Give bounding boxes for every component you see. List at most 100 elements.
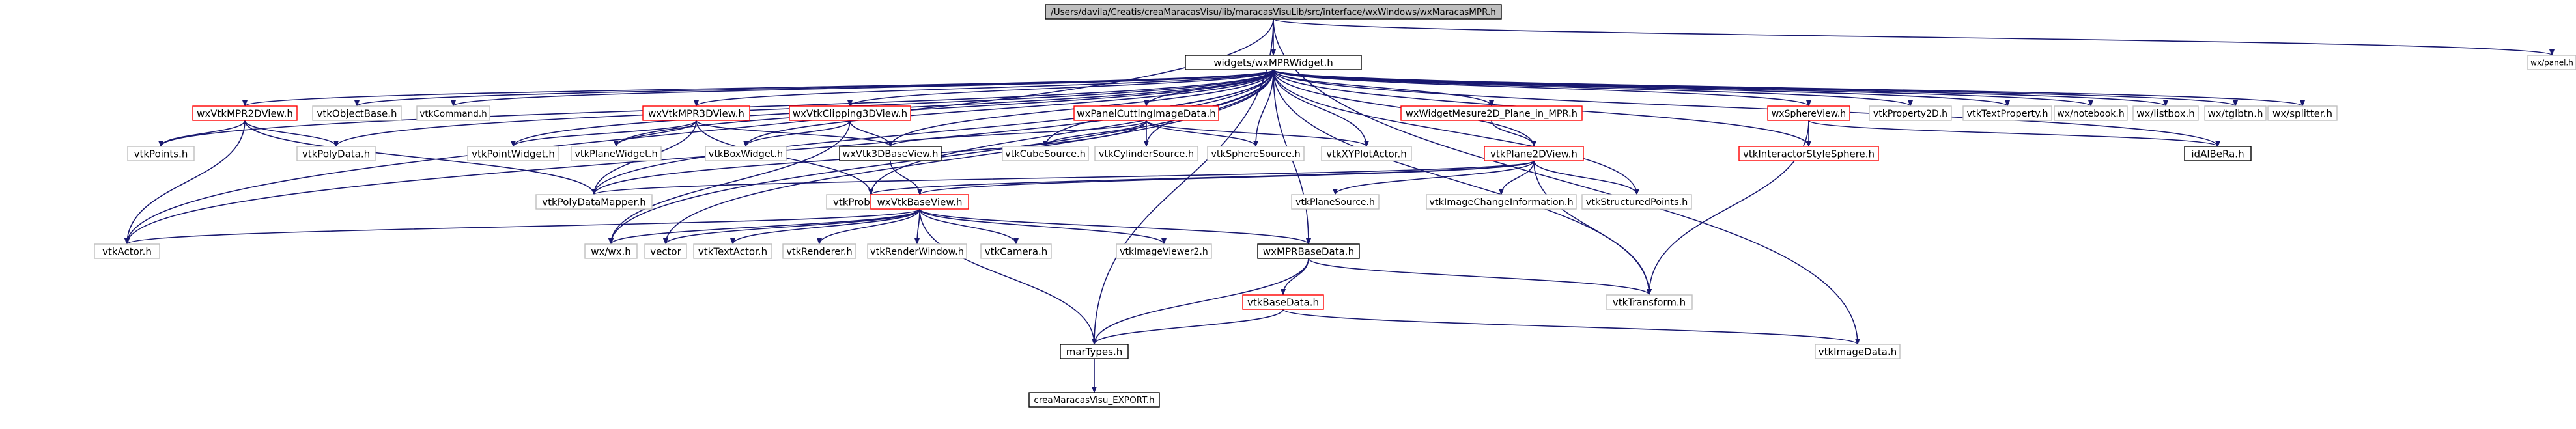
edge-mpr2d-to-vpts xyxy=(158,120,246,147)
node-wxvtkclipping3dview-h[interactable]: wxVtkClipping3DView.h xyxy=(789,105,911,121)
node-vtkcamera-h[interactable]: vtkCamera.h xyxy=(980,243,1052,259)
node-wxpanelcuttingimagedata-h[interactable]: wxPanelCuttingImageData.h xyxy=(1073,105,1219,121)
node-wxvtkmpr2dview-h[interactable]: wxVtkMPR2DView.h xyxy=(192,105,298,121)
edge-wmw-to-vpdm xyxy=(591,69,1274,195)
node-wxvtk3dbaseview-h[interactable]: wxVtk3DBaseView.h xyxy=(839,146,942,161)
node-vtkpointwidget-h[interactable]: vtkPointWidget.h xyxy=(467,146,559,161)
node-box xyxy=(2132,105,2199,121)
node-label: vtkImageChangeInformation.h xyxy=(1429,197,1573,208)
node-vtkrenderwindow-h[interactable]: vtkRenderWindow.h xyxy=(867,243,967,259)
node-wx-wx-h[interactable]: wx/wx.h xyxy=(584,243,638,259)
node-box xyxy=(1869,105,1952,121)
node-vtkplanesource-h[interactable]: vtkPlaneSource.h xyxy=(1291,194,1380,210)
node-label: vtkActor.h xyxy=(102,246,152,258)
node-vtkpolydata-h[interactable]: vtkPolyData.h xyxy=(296,146,376,161)
node-wxwidgetmesure2d-plane-in-mpr-h[interactable]: wxWidgetMesure2D_Plane_in_MPR.h xyxy=(1400,105,1583,121)
node-label: vtkStructuredPoints.h xyxy=(1586,197,1688,208)
node-box xyxy=(782,243,856,259)
node-vtkplanewidget-h[interactable]: vtkPlaneWidget.h xyxy=(571,146,662,161)
node-box xyxy=(1291,194,1380,210)
edge-vbd-to-mtyp xyxy=(1092,309,1284,345)
node-label: vtkPolyData.h xyxy=(302,148,370,160)
edge-p2dv-to-vpdm xyxy=(591,160,1535,195)
node-box xyxy=(94,243,160,259)
node-vtkobjectbase-h[interactable]: vtkObjectBase.h xyxy=(312,105,402,121)
node-wxsphereview-h[interactable]: wxSphereView.h xyxy=(1767,105,1850,121)
node-vtkimagechangeinformation-h[interactable]: vtkImageChangeInformation.h xyxy=(1426,194,1577,210)
node-label: wxVtk3DBaseView.h xyxy=(842,149,938,159)
node-vtkplane2dview-h[interactable]: vtkPlane2DView.h xyxy=(1484,146,1584,161)
edge-mbd-to-mtyp xyxy=(1092,258,1309,345)
node-users-davila-creatis-creamaracasvisu-lib-maracasvisulib-src-interface-wxwindows-wxmaracasmpr-h[interactable]: /Users/davila/Creatis/creaMaracasVisu/li… xyxy=(1045,4,1502,20)
edge-wmw-to-vxy xyxy=(1273,69,1369,147)
node-vtktextactor-h[interactable]: vtkTextActor.h xyxy=(693,243,772,259)
node-label: wx/panel.h xyxy=(2530,59,2573,68)
node-wxvtkmpr3dview-h[interactable]: wxVtkMPR3DView.h xyxy=(642,105,750,121)
node-wx-panel-h[interactable]: wx/panel.h xyxy=(2527,55,2576,70)
node-label: marTypes.h xyxy=(1066,346,1123,358)
node-label: wx/tglbtn.h xyxy=(2208,108,2263,120)
node-wxvtkbaseview-h[interactable]: wxVtkBaseView.h xyxy=(870,194,969,210)
edge-wbv-to-vcam xyxy=(919,208,1019,245)
node-vtkspheresource-h[interactable]: vtkSphereSource.h xyxy=(1207,146,1305,161)
node-vtkactor-h[interactable]: vtkActor.h xyxy=(94,243,160,259)
node-wx-notebook-h[interactable]: wx/notebook.h xyxy=(2054,105,2128,121)
node-vtkcylindersource-h[interactable]: vtkCylinderSource.h xyxy=(1094,146,1198,161)
node-creamaracasvisu-export-h[interactable]: creaMaracasVisu_EXPORT.h xyxy=(1028,392,1160,408)
node-wx-listbox-h[interactable]: wx/listbox.h xyxy=(2132,105,2199,121)
edge-p2dv-to-vpls xyxy=(1333,160,1535,195)
node-vtkcommand-h[interactable]: vtkCommand.h xyxy=(416,105,490,121)
node-vtkpoints-h[interactable]: vtkPoints.h xyxy=(127,146,195,161)
node-label: vtkSphereSource.h xyxy=(1211,149,1300,159)
node-box xyxy=(980,243,1052,259)
node-box xyxy=(1400,105,1583,121)
node-vtkrenderer-h[interactable]: vtkRenderer.h xyxy=(782,243,856,259)
edge-mpr3d-to-vpw xyxy=(511,120,697,147)
node-label: vtkBaseData.h xyxy=(1247,297,1319,309)
node-vtkcubesource-h[interactable]: vtkCubeSource.h xyxy=(1002,146,1089,161)
edge-wmw-to-mpr2d xyxy=(242,69,1274,107)
node-box xyxy=(867,243,967,259)
edge-p2dv-to-wbv xyxy=(917,160,1535,195)
node-label: vtkPolyDataMapper.h xyxy=(542,197,645,208)
edge-mbd-to-vbd xyxy=(1281,258,1309,296)
node-wx-splitter-h[interactable]: wx/splitter.h xyxy=(2267,105,2338,121)
edge-p2dv-to-vsp xyxy=(1533,160,1639,195)
edge-wmw-to-wxsp xyxy=(1273,69,2305,107)
node-box xyxy=(1207,146,1305,161)
node-vtkinteractorstylesphere-h[interactable]: vtkInteractorStyleSphere.h xyxy=(1738,146,1879,161)
node-box xyxy=(1321,146,1412,161)
node-box xyxy=(1738,146,1879,161)
node-vtkpolydatamapper-h[interactable]: vtkPolyDataMapper.h xyxy=(535,194,653,210)
node-idalbera-h[interactable]: idAlBeRa.h xyxy=(2184,146,2252,161)
node-wx-tglbtn-h[interactable]: wx/tglbtn.h xyxy=(2204,105,2267,121)
node-layer: /Users/davila/Creatis/creaMaracasVisu/li… xyxy=(94,4,2576,408)
node-vtkproperty2d-h[interactable]: vtkProperty2D.h xyxy=(1869,105,1952,121)
node-vtktextproperty-h[interactable]: vtkTextProperty.h xyxy=(1962,105,2052,121)
node-martypes-h[interactable]: marTypes.h xyxy=(1060,344,1129,359)
node-vector[interactable]: vector xyxy=(644,243,687,259)
node-label: wxVtkBaseView.h xyxy=(877,197,963,208)
node-box xyxy=(789,105,911,121)
edge-wmw-to-sphv xyxy=(1273,69,1811,107)
node-box xyxy=(1242,294,1324,310)
node-box xyxy=(1815,344,1901,359)
node-vtkboxwidget-h[interactable]: vtkBoxWidget.h xyxy=(705,146,787,161)
node-box xyxy=(2054,105,2128,121)
edge-wbv-to-vec xyxy=(663,208,920,245)
edge-mbd-to-vtr xyxy=(1308,258,1652,296)
node-vtkstructuredpoints-h[interactable]: vtkStructuredPoints.h xyxy=(1581,194,1692,210)
node-label: wx/listbox.h xyxy=(2136,108,2195,120)
node-vtkimagedata-h[interactable]: vtkImageData.h xyxy=(1815,344,1901,359)
node-label: vtkObjectBase.h xyxy=(317,108,397,120)
edge-wmw-to-vtr xyxy=(1273,69,1652,296)
node-vtkimageviewer2-h[interactable]: vtkImageViewer2.h xyxy=(1116,243,1212,259)
node-vtkxyplotactor-h[interactable]: vtkXYPlotActor.h xyxy=(1321,146,1412,161)
node-wxmprbasedata-h[interactable]: wxMPRBaseData.h xyxy=(1257,243,1360,259)
node-box xyxy=(296,146,376,161)
edge-vbd-to-vid xyxy=(1282,309,1860,345)
node-widgets-wxmprwidget-h[interactable]: widgets/wxMPRWidget.h xyxy=(1185,55,1362,70)
node-vtkbasedata-h[interactable]: vtkBaseData.h xyxy=(1242,294,1324,310)
edge-wmw-to-wxwx xyxy=(608,69,1274,245)
node-vtktransform-h[interactable]: vtkTransform.h xyxy=(1606,294,1693,310)
